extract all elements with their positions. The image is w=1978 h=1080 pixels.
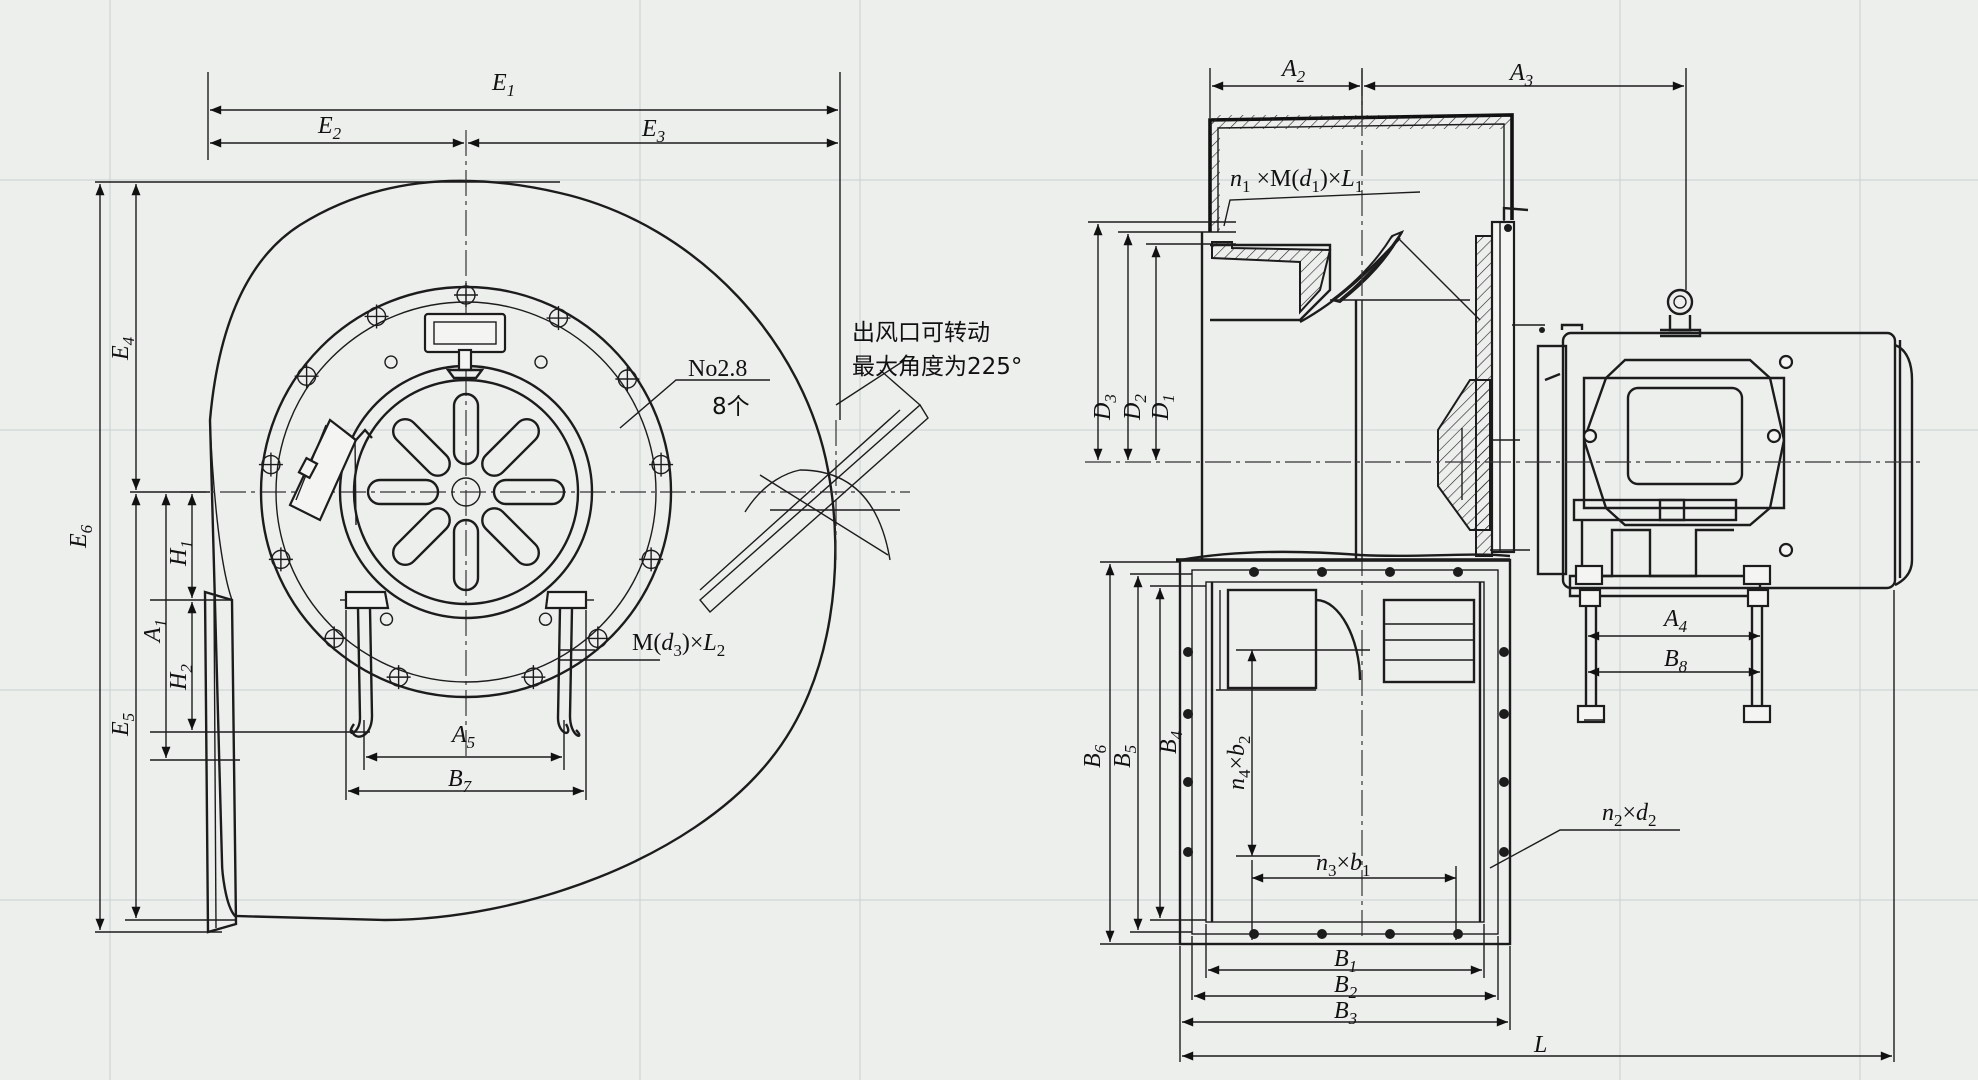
leader-outlet-note xyxy=(879,369,921,406)
label-b6: B6 xyxy=(1080,744,1110,768)
outlet-note-line1: 出风口可转动 xyxy=(852,320,990,346)
frame-bolt-hole xyxy=(1249,929,1259,939)
front-view: E1 E2 E3 E6 E4 E5 A1 H1 H2 A5 B7 No2.8 8… xyxy=(66,70,1022,934)
side-view: A2 A3 D3 D2 D1 B6 B5 B4 n4×b2 n3×b1 xyxy=(1080,56,1920,1062)
outlet-flange xyxy=(203,590,238,934)
terminal-box xyxy=(288,418,373,526)
impeller xyxy=(1437,206,1545,557)
outlet-duct-hatch-left xyxy=(1210,120,1220,232)
leader-n1 xyxy=(1223,191,1421,227)
label-b4: B4 xyxy=(1156,730,1186,754)
scroll-casing xyxy=(208,179,837,922)
label-b3: B3 xyxy=(1334,998,1357,1028)
label-n3b1: n3×b1 xyxy=(1316,850,1371,880)
frame-bolt-hole xyxy=(1499,709,1509,719)
frame-bolt-hole xyxy=(1499,777,1509,787)
cooling-slot xyxy=(492,478,566,506)
cooling-slot xyxy=(366,478,440,506)
label-b5: B5 xyxy=(1110,745,1140,768)
label-b2: B2 xyxy=(1334,972,1358,1002)
model-label: No2.8 xyxy=(688,356,747,382)
cooling-slot xyxy=(391,507,451,567)
outlet-flange-inner xyxy=(213,595,217,929)
cooling-slot xyxy=(391,417,451,477)
frame-bolt-hole xyxy=(1385,567,1395,577)
frame-bolt-hole xyxy=(1317,929,1327,939)
frame-bolt-hole xyxy=(1183,847,1193,857)
leader-n2d2 xyxy=(1489,829,1680,869)
cooling-slot xyxy=(452,518,480,592)
outlet-rotation-indicator xyxy=(699,359,929,614)
label-e2: E2 xyxy=(317,113,342,143)
motor-housing xyxy=(352,378,580,606)
frame-bolt-hole xyxy=(1183,709,1193,719)
bolt-hole-small xyxy=(379,612,394,626)
frame-bolt-hole xyxy=(1249,567,1259,577)
label-a3: A3 xyxy=(1508,60,1533,90)
label-h1: H1 xyxy=(166,540,196,567)
frame-bolt-hole xyxy=(1317,567,1327,577)
label-e5: E5 xyxy=(108,713,138,737)
frame-bolt-hole xyxy=(1453,567,1463,577)
label-e6: E6 xyxy=(66,524,96,549)
frame-bolt-hole xyxy=(1183,647,1193,657)
label-a2: A2 xyxy=(1280,56,1306,86)
label-b7: B7 xyxy=(448,766,473,796)
frame-bolt-hole xyxy=(1453,929,1463,939)
flange-bolt-holes xyxy=(258,283,674,690)
hole-count-label: 8个 xyxy=(712,394,750,420)
label-n4b2: n4×b2 xyxy=(1224,735,1254,790)
hub-circle xyxy=(451,477,481,507)
label-h2: H2 xyxy=(166,664,196,691)
leader-no28 xyxy=(619,379,770,429)
outlet-duct-hatch xyxy=(1210,115,1512,129)
label-b1: B1 xyxy=(1334,946,1357,976)
bolt-hole-small xyxy=(538,612,553,626)
frame-bolt-hole xyxy=(1499,847,1509,857)
scroll-tongue xyxy=(209,419,233,601)
label-l: L xyxy=(1533,1032,1547,1058)
bolt-hole-small xyxy=(534,355,548,369)
frame-bolt-hole xyxy=(1385,929,1395,939)
bolt-label: M(d3)×L2 xyxy=(632,630,725,660)
label-n1: n1 ×M(d1)×L1 xyxy=(1230,166,1363,196)
label-e4: E4 xyxy=(108,336,138,361)
outlet-note-line2: 最大角度为225° xyxy=(852,354,1022,380)
label-e1: E1 xyxy=(491,70,515,100)
cooling-slot xyxy=(481,417,541,477)
cooling-slot xyxy=(452,392,480,466)
lifting-eye-block xyxy=(423,312,507,380)
cooling-slot xyxy=(481,507,541,567)
label-a4: A4 xyxy=(1662,606,1688,636)
label-d2: D2 xyxy=(1120,394,1150,421)
label-e3: E3 xyxy=(641,116,665,146)
inlet-cone xyxy=(1210,230,1481,324)
label-b8: B8 xyxy=(1664,646,1688,676)
label-d1: D1 xyxy=(1148,394,1178,421)
frame-bolt-hole xyxy=(1183,777,1193,787)
label-a1: A1 xyxy=(140,619,170,644)
cooling-slots xyxy=(366,392,566,592)
label-d3: D3 xyxy=(1090,394,1120,421)
inlet-box xyxy=(1176,550,1512,946)
motor xyxy=(1536,288,1914,724)
label-a5: A5 xyxy=(450,722,475,752)
label-n2d2: n2×d2 xyxy=(1602,800,1657,830)
frame-bolt-hole xyxy=(1499,647,1509,657)
bolt-hole-small xyxy=(384,355,398,369)
